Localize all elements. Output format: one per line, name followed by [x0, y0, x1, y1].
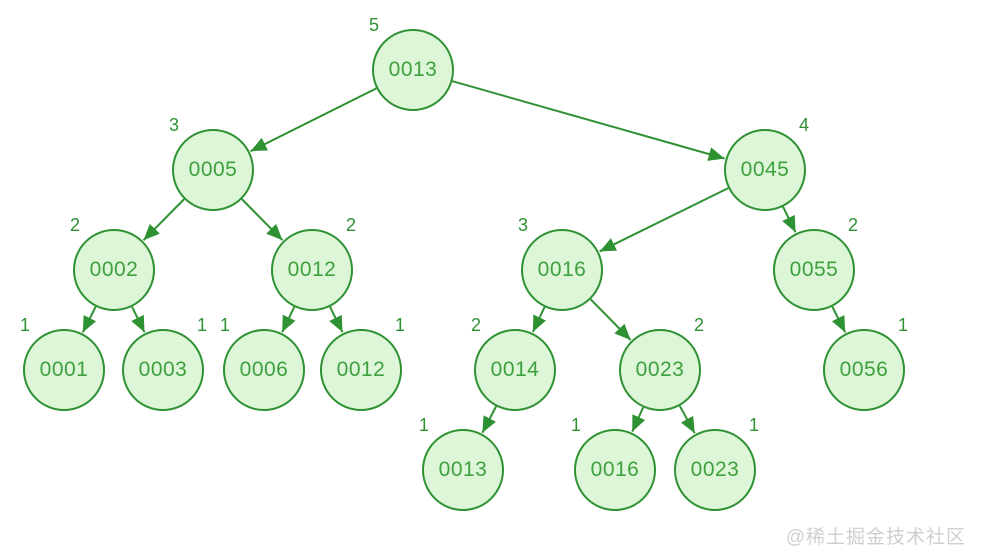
tree-edge-0016-to-0014 — [531, 306, 547, 333]
node-value: 0005 — [188, 158, 238, 181]
node-height-label-0012: 2 — [345, 215, 357, 235]
tree-edge-0023-to-leaf-0023 — [678, 405, 696, 434]
tree-node-0016: 0016 — [521, 229, 603, 311]
node-value: 0012 — [336, 358, 386, 381]
tree-node-0056: 0056 — [823, 329, 905, 411]
tree-edge-0012-to-leaf-0012 — [329, 306, 344, 333]
node-height-label-leaf-0013: 1 — [418, 415, 430, 435]
node-value: 0014 — [490, 358, 540, 381]
tree-node-0003: 0003 — [122, 329, 204, 411]
node-value: 0003 — [138, 358, 188, 381]
tree-node-0006: 0006 — [223, 329, 305, 411]
node-value: 0016 — [537, 258, 587, 281]
node-value: 0016 — [590, 458, 640, 481]
node-height-label-leaf-0016: 1 — [570, 415, 582, 435]
tree-node-0001: 0001 — [23, 329, 105, 411]
tree-edge-0005-to-0002 — [142, 198, 185, 241]
tree-node-leaf-0013: 0013 — [422, 429, 504, 511]
tree-node-0014: 0014 — [474, 329, 556, 411]
node-height-label-0003: 1 — [196, 315, 208, 335]
tree-edge-0012-to-0006 — [281, 306, 296, 333]
node-value: 0023 — [690, 458, 740, 481]
node-value: 0055 — [789, 258, 839, 281]
node-height-label-0014: 2 — [470, 315, 482, 335]
node-height-label-0055: 2 — [847, 215, 859, 235]
node-height-label-0056: 1 — [897, 315, 909, 335]
tree-edge-root-0013-to-0005 — [250, 87, 377, 153]
node-value: 0002 — [89, 258, 139, 281]
tree-edge-0002-to-0003 — [131, 306, 146, 333]
node-value: 0013 — [438, 458, 488, 481]
tree-edge-0005-to-0012 — [241, 198, 284, 241]
tree-edge-0023-to-leaf-0016 — [631, 406, 646, 433]
tree-node-0005: 0005 — [172, 129, 254, 211]
node-height-label-0023: 2 — [693, 315, 705, 335]
node-value: 0001 — [39, 358, 89, 381]
tree-edge-0055-to-0056 — [831, 306, 847, 333]
tree-node-root-0013: 0013 — [372, 29, 454, 111]
tree-node-leaf-0023: 0023 — [674, 429, 756, 511]
node-value: 0012 — [287, 258, 337, 281]
node-height-label-0001: 1 — [19, 315, 31, 335]
node-value: 0056 — [839, 358, 889, 381]
watermark: @稀土掘金技术社区 — [785, 527, 966, 548]
tree-node-0012: 0012 — [271, 229, 353, 311]
tree-edge-0016-to-0023 — [589, 298, 632, 341]
tree-edge-0002-to-0001 — [81, 306, 97, 333]
tree-node-leaf-0016: 0016 — [574, 429, 656, 511]
tree-edge-0014-to-leaf-0013 — [481, 405, 497, 434]
node-height-label-0016: 3 — [517, 215, 529, 235]
node-height-label-root-0013: 5 — [368, 15, 380, 35]
tree-node-leaf-0012: 0012 — [320, 329, 402, 411]
tree-edge-root-0013-to-0045 — [452, 80, 725, 161]
node-height-label-0005: 3 — [168, 115, 180, 135]
tree-node-0023: 0023 — [619, 329, 701, 411]
tree-node-0055: 0055 — [773, 229, 855, 311]
tree-edge-0045-to-0055 — [782, 206, 797, 233]
node-height-label-leaf-0012: 1 — [394, 315, 406, 335]
tree-edge-0045-to-0016 — [599, 187, 729, 253]
node-value: 0006 — [239, 358, 289, 381]
node-height-label-0006: 1 — [219, 315, 231, 335]
node-value: 0023 — [635, 358, 685, 381]
node-height-label-0045: 4 — [798, 115, 810, 135]
tree-node-0045: 0045 — [724, 129, 806, 211]
node-value: 0013 — [388, 58, 438, 81]
node-height-label-leaf-0023: 1 — [748, 415, 760, 435]
node-value: 0045 — [740, 158, 790, 181]
tree-node-0002: 0002 — [73, 229, 155, 311]
node-height-label-0002: 2 — [69, 215, 81, 235]
